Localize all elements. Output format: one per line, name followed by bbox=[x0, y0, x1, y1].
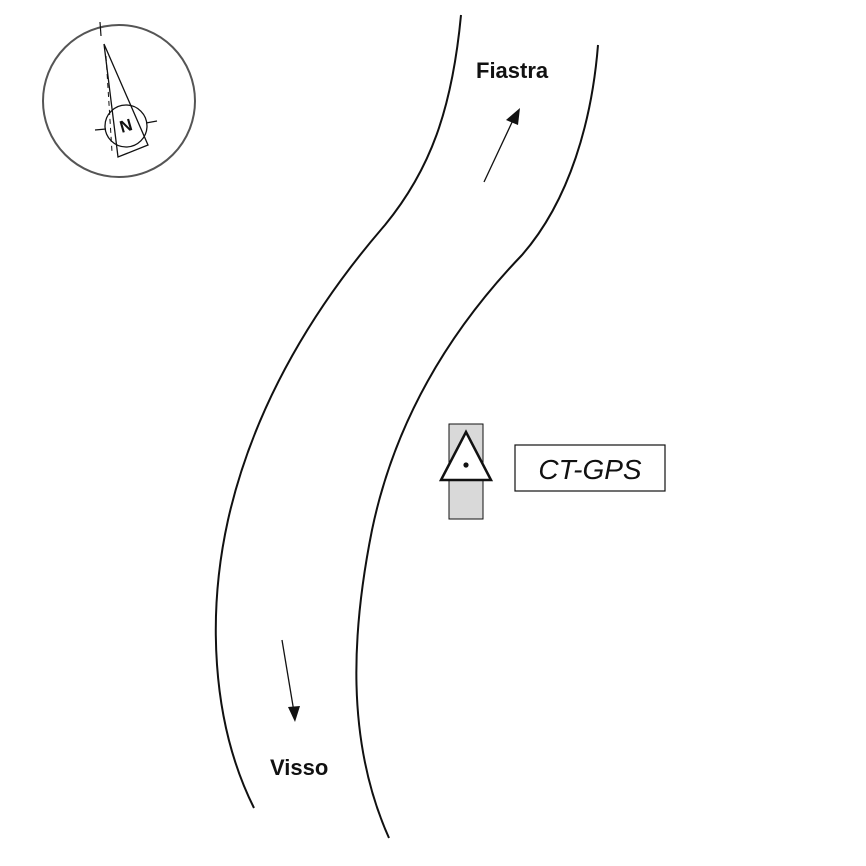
road-right-edge bbox=[355, 44, 599, 839]
north-arrow-icon: N bbox=[94, 21, 158, 158]
direction-arrow-north bbox=[483, 108, 520, 183]
arrow-up-icon bbox=[506, 108, 520, 125]
direction-arrow-south bbox=[281, 639, 300, 722]
triangle-marker-icon bbox=[438, 429, 494, 482]
road bbox=[214, 14, 599, 839]
compass: N bbox=[42, 21, 196, 178]
compass-ring bbox=[42, 24, 196, 178]
station-label-box: CT-GPS bbox=[514, 444, 666, 492]
destination-label-north: Fiastra bbox=[476, 58, 549, 83]
compass-letter: N bbox=[117, 115, 134, 137]
destination-label-south: Visso bbox=[270, 755, 328, 780]
station-label: CT-GPS bbox=[538, 454, 642, 485]
station-marker bbox=[438, 423, 494, 520]
road-left-edge bbox=[214, 14, 462, 809]
arrow-down-icon bbox=[288, 706, 300, 722]
